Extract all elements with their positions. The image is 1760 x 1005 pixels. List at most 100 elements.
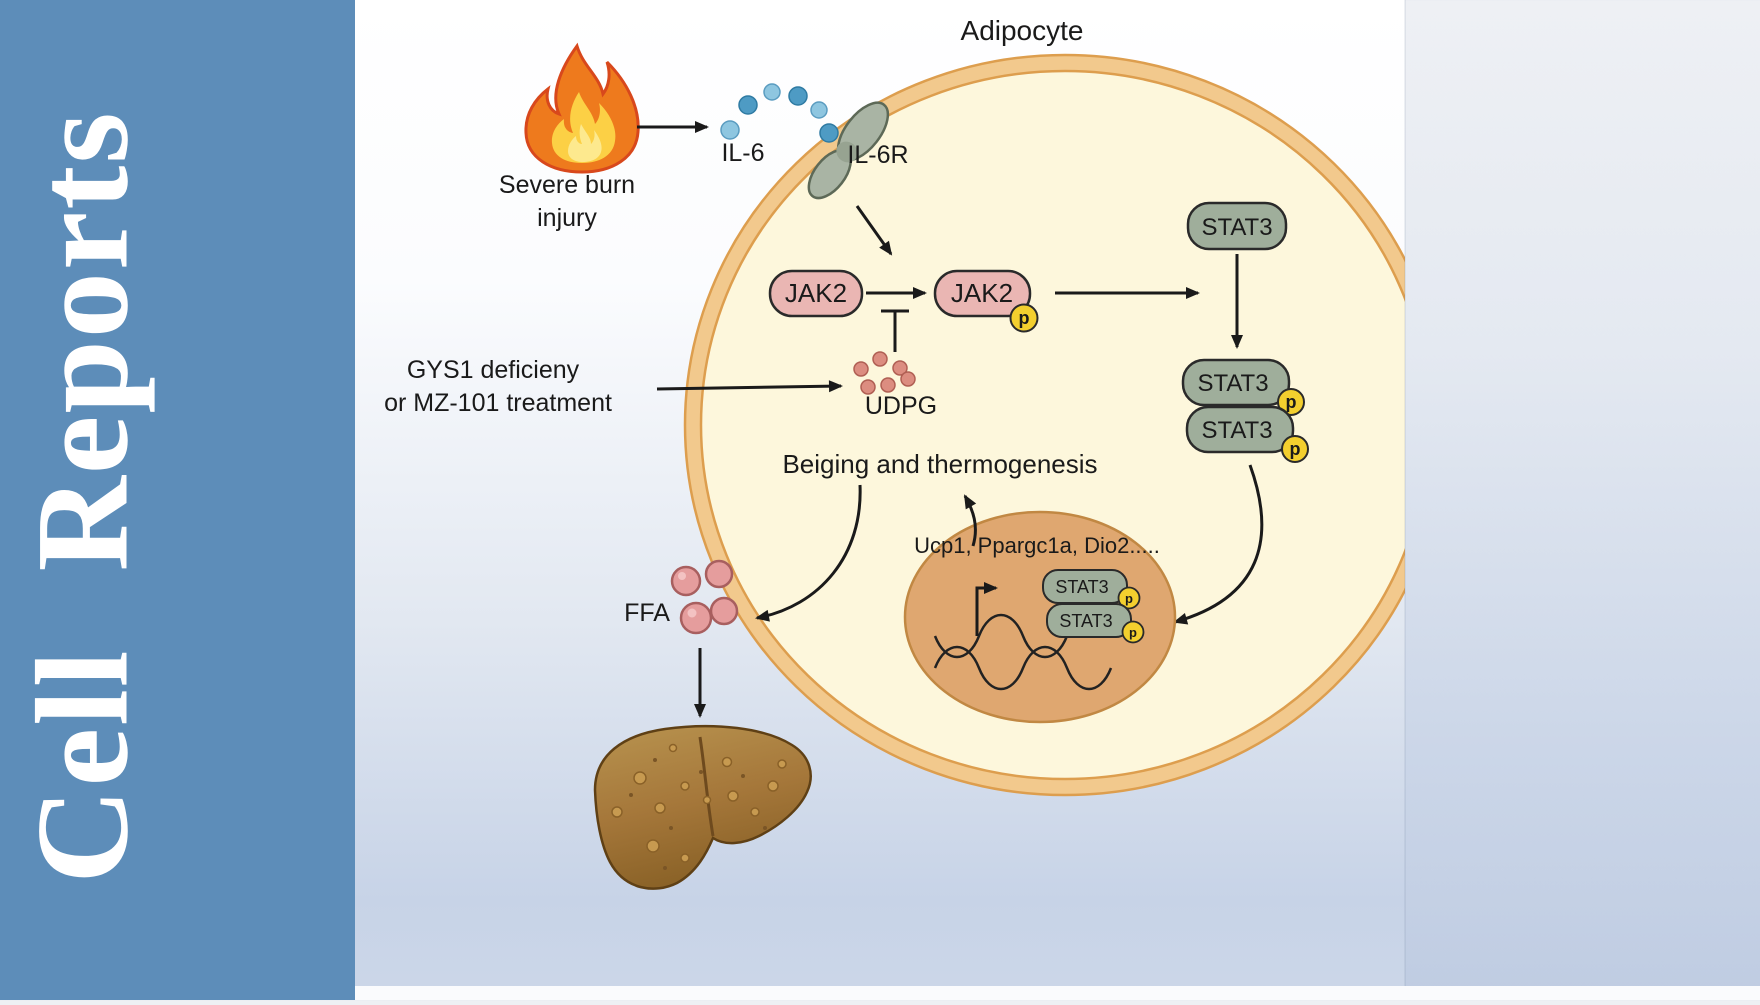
- nucleus-shape: [903, 510, 1177, 724]
- stat3-phospho-dimer: STAT3 p STAT3 p: [1181, 358, 1309, 463]
- gys1-label-line2: or MZ-101 treatment: [384, 389, 612, 417]
- phospho-label: p: [1129, 625, 1137, 640]
- ffa-dot: [679, 601, 713, 635]
- udpg-dot: [872, 351, 888, 367]
- il6-dot: [738, 95, 758, 115]
- udpg-dot: [860, 379, 876, 395]
- udpg-dot: [900, 371, 916, 387]
- udpg-dot: [892, 360, 908, 376]
- liver-spot: [633, 771, 647, 785]
- il6-dot: [788, 86, 808, 106]
- stat3-label: STAT3: [1055, 577, 1108, 597]
- liver-dot: [741, 774, 745, 778]
- il6-label: IL-6: [721, 139, 764, 167]
- journal-sidebar: Cell Reports: [0, 0, 355, 1000]
- ffa-dot: [704, 559, 734, 589]
- liver-dot: [763, 826, 767, 830]
- liver-dot: [653, 758, 657, 762]
- stat3-dimer-lower: [1046, 603, 1132, 638]
- arrow-dimer-to-nucleus: [1173, 464, 1264, 625]
- liver-spot: [654, 802, 666, 814]
- dna-strand: [933, 645, 1113, 691]
- phospho-badge: [1281, 435, 1309, 463]
- il6-dot: [763, 83, 781, 101]
- gys1-label-line1: GYS1 deficieny: [407, 356, 580, 384]
- graphical-abstract-panel: Adipocyte Severe burn injury IL-6 IL-6R: [355, 0, 1447, 1000]
- pathway-diagram: Adipocyte Severe burn injury IL-6 IL-6R: [384, 15, 1447, 890]
- liver-dot: [629, 793, 633, 797]
- liver-icon: [593, 724, 812, 890]
- arrow-gys1-to-udpg: [656, 380, 843, 393]
- stat3-label: STAT3: [1201, 214, 1272, 241]
- udpg-dot: [880, 377, 896, 393]
- severe-burn-label-line2: injury: [537, 204, 597, 232]
- jak2-shape: [768, 269, 864, 318]
- il6-molecules: [720, 83, 839, 143]
- ffa-dot-highlight: [687, 608, 697, 618]
- phospho-label: p: [1290, 439, 1301, 459]
- ffa-dot-highlight: [678, 572, 686, 580]
- arrow-receptor-to-jak2: [855, 205, 893, 256]
- stat3-dimer-lower: [1185, 405, 1295, 454]
- stat3-label: STAT3: [1197, 370, 1268, 397]
- nuclear-stat3-dimer: STAT3 p STAT3 p: [1042, 569, 1145, 644]
- stat3-shape: [1186, 201, 1288, 251]
- phospho-badge: [1117, 586, 1141, 610]
- fire-icon: [524, 42, 640, 174]
- il6-dot: [819, 123, 839, 143]
- liver-dot: [669, 826, 673, 830]
- arrow-nucleus-to-beiging: [963, 494, 977, 547]
- liver-spot: [721, 756, 733, 768]
- il6r-receptor: [807, 101, 890, 200]
- jak2-phospho-shape: [933, 269, 1032, 318]
- cell-title: Adipocyte: [961, 15, 1084, 46]
- bottom-margin: [355, 986, 1760, 1000]
- jak2-label: JAK2: [785, 278, 847, 308]
- il6r-label: IL-6R: [847, 141, 908, 169]
- phospho-label: p: [1286, 392, 1297, 412]
- liver-spot: [646, 839, 660, 853]
- liver-spot: [611, 806, 623, 818]
- il6-dot: [720, 120, 740, 140]
- liver-spot: [702, 795, 712, 805]
- udpg-molecules: [853, 351, 916, 395]
- jak2-phospho-label: JAK2: [951, 278, 1013, 308]
- liver-spot: [777, 759, 787, 769]
- phospho-label: p: [1019, 308, 1030, 328]
- il6-dot: [810, 101, 828, 119]
- phospho-badge: [1121, 620, 1145, 644]
- target-genes-label: Ucp1, Ppargc1a, Dio2.....: [914, 533, 1160, 558]
- jak2-phospho-box: JAK2 p: [933, 269, 1039, 333]
- il6r-waist: [836, 141, 858, 163]
- ffa-dot: [670, 565, 702, 597]
- udpg-label: UDPG: [865, 392, 937, 420]
- transcription-start-arrow: [975, 582, 998, 636]
- liver-spot: [680, 853, 690, 863]
- ffa-label: FFA: [624, 599, 670, 627]
- udpg-dot: [853, 361, 869, 377]
- jak2-box: JAK2: [768, 269, 864, 318]
- journal-title: Cell Reports: [8, 110, 156, 884]
- liver-spot: [727, 790, 739, 802]
- ffa-dot: [709, 596, 739, 626]
- beiging-label: Beiging and thermogenesis: [782, 449, 1097, 479]
- liver-texture-spots: [611, 743, 787, 870]
- ffa-molecules: [670, 559, 739, 635]
- liver-lobe-cleft: [698, 736, 715, 837]
- severe-burn-label-line1: Severe burn: [499, 171, 635, 199]
- stat3-dimer-upper: [1181, 358, 1291, 407]
- panel-edge: [1404, 0, 1406, 1000]
- liver-spot: [680, 781, 690, 791]
- phospho-badge: [1009, 303, 1039, 333]
- liver-spot: [750, 807, 760, 817]
- stat3-label: STAT3: [1059, 611, 1112, 631]
- phospho-label: p: [1125, 591, 1133, 606]
- stat3-box: STAT3: [1186, 201, 1288, 251]
- nucleus: Ucp1, Ppargc1a, Dio2..... STAT3 p STAT3 …: [903, 510, 1177, 724]
- udpg-inhibition-tbar: [881, 309, 909, 352]
- arrow-beiging-to-ffa: [755, 484, 862, 622]
- liver-spot: [767, 780, 779, 792]
- liver-spot: [668, 743, 678, 753]
- liver-dot: [699, 770, 703, 774]
- stat3-label: STAT3: [1201, 417, 1272, 444]
